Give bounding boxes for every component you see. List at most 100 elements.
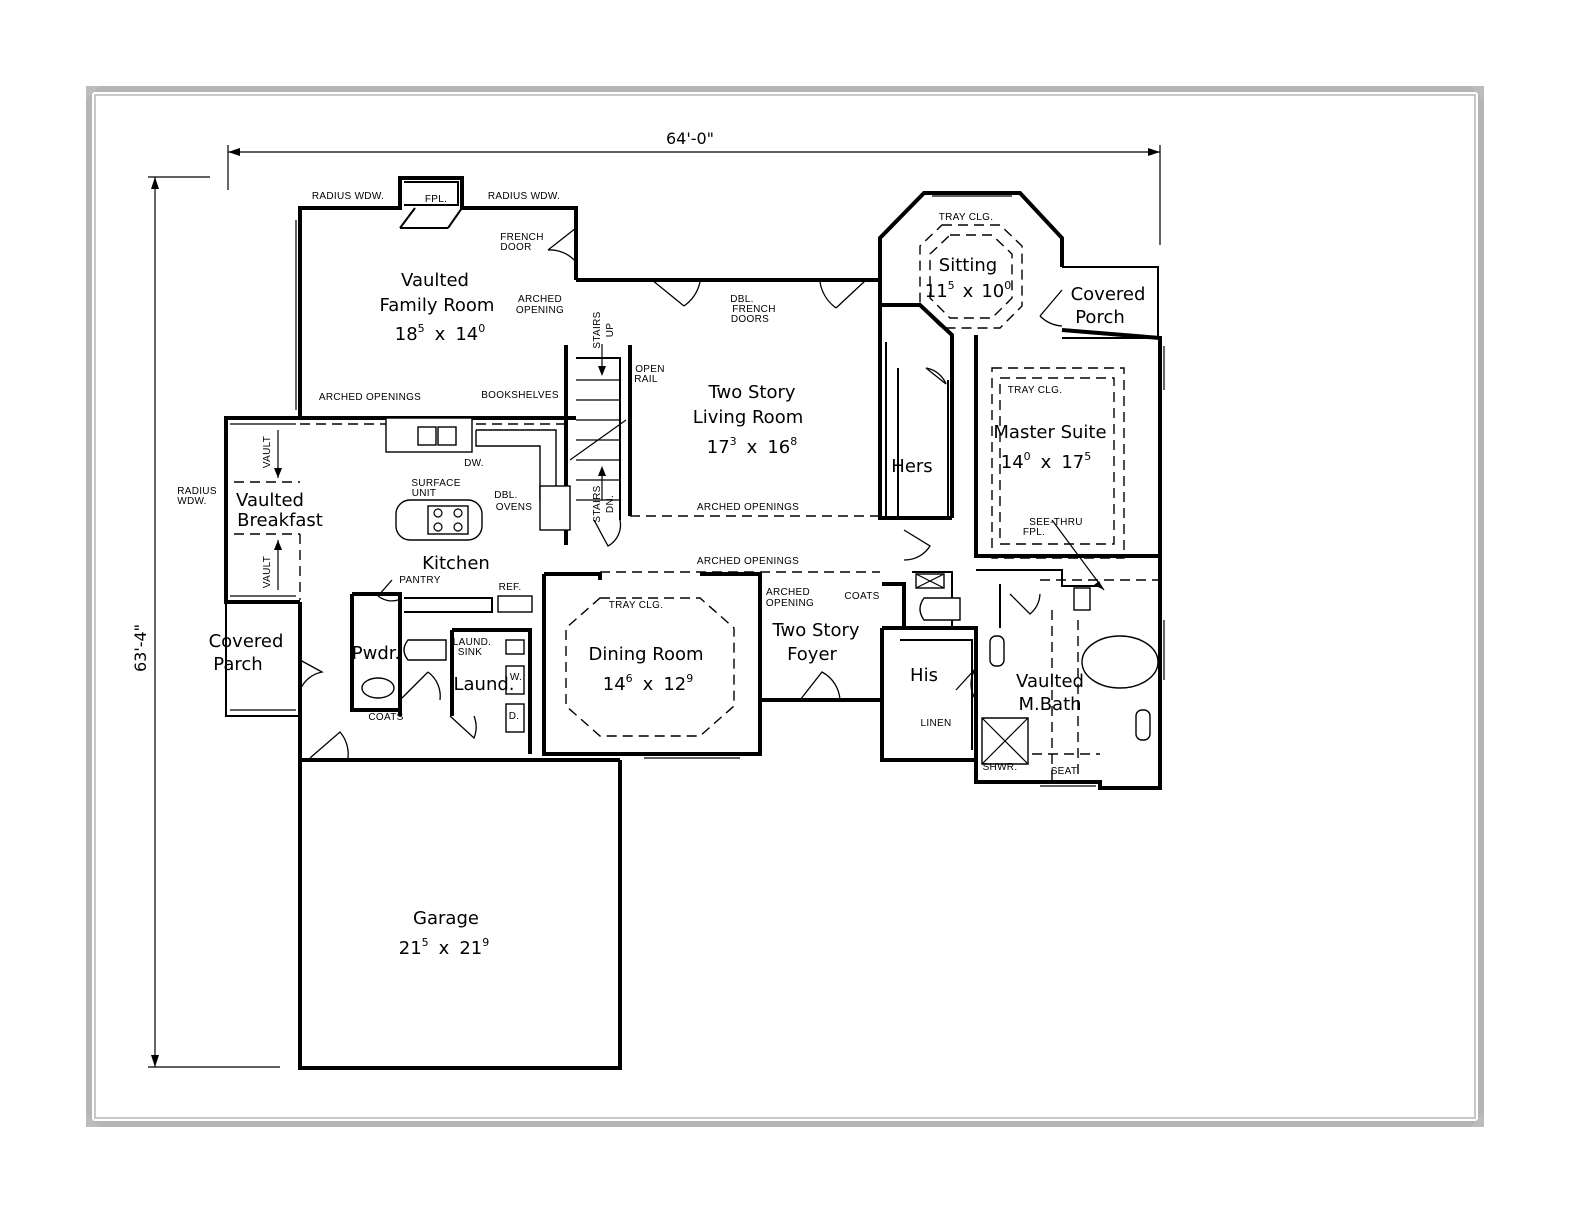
windows xyxy=(230,195,1165,787)
width-label: 64'-0" xyxy=(666,129,714,148)
dashed-lines xyxy=(234,224,1160,782)
note-french-door-2: DOOR xyxy=(500,242,531,253)
interior-walls xyxy=(300,303,1160,760)
note-washer: W. xyxy=(510,672,522,683)
note-stairs-up: STAIRS xyxy=(592,311,603,348)
note-arched-openings-foyer: ARCHED OPENINGS xyxy=(697,556,799,567)
porch-side-name-1: Covered xyxy=(209,631,284,652)
room-covered-porch-rear: Covered Porch xyxy=(1071,284,1146,328)
vanity-sink-2 xyxy=(1135,709,1151,741)
dimension-width: 64'-0" xyxy=(227,129,1161,245)
family-room-name-2: Family Room xyxy=(380,295,495,316)
note-arched-opening-2: OPENING xyxy=(516,305,564,316)
refrigerator xyxy=(497,595,533,613)
double-ovens xyxy=(539,485,571,531)
powder-name: Pwdr. xyxy=(352,643,400,664)
note-radius-wdw-left: RADIUS WDW. xyxy=(312,191,384,202)
annotations: RADIUS WDW. RADIUS WDW. FPL. FRENCH DOOR… xyxy=(177,191,1082,777)
note-tray-clg-dining: TRAY CLG. xyxy=(609,600,664,611)
dining-name: Dining Room xyxy=(588,644,703,665)
room-laundry: Laund. xyxy=(453,674,514,695)
note-see-thru-2: FPL. xyxy=(1023,527,1045,538)
his-name: His xyxy=(910,665,938,686)
porch-rear-name-1: Covered xyxy=(1071,284,1146,305)
washer xyxy=(505,665,525,695)
note-coats-laundry: COATS xyxy=(368,712,403,723)
note-arched-openings-family: ARCHED OPENINGS xyxy=(319,392,421,403)
note-vault-upper: VAULT xyxy=(262,436,273,468)
room-foyer: Two Story Foyer xyxy=(771,620,859,665)
fixtures xyxy=(361,417,1159,765)
note-ref: REF. xyxy=(499,582,522,593)
note-dbl-ovens-2: OVENS xyxy=(496,502,533,513)
breakfast-name-2: Breakfast xyxy=(237,510,323,531)
note-dw: DW. xyxy=(464,458,484,469)
note-french-door-1: FRENCH xyxy=(500,232,543,243)
foyer-name-1: Two Story xyxy=(771,620,859,641)
note-dbl-french-2: FRENCH xyxy=(732,304,775,315)
note-open-rail-2: RAIL xyxy=(634,374,658,385)
note-arched-openings-living: ARCHED OPENINGS xyxy=(697,502,799,513)
note-radius-1: RADIUS xyxy=(177,486,217,497)
note-surface-1: SURFACE xyxy=(411,478,460,489)
note-dbl-ovens-1: DBL. xyxy=(494,490,517,501)
note-foyer-arched-1: ARCHED xyxy=(766,587,810,598)
kitchen-sink-left xyxy=(417,426,437,446)
doors xyxy=(299,227,1063,759)
porch-rear-name-2: Porch xyxy=(1075,307,1125,328)
master-toilet xyxy=(919,597,961,621)
kitchen-name: Kitchen xyxy=(422,553,490,574)
page-frame xyxy=(86,86,1484,1127)
note-radius-2: WDW. xyxy=(177,496,207,507)
note-fpl: FPL. xyxy=(425,194,447,205)
family-room-name-1: Vaulted xyxy=(401,270,469,291)
vanity-sink-1 xyxy=(989,635,1005,667)
dimension-depth: 63'-4" xyxy=(131,176,280,1068)
hers-name: Hers xyxy=(891,456,932,477)
master-bath-name-1: Vaulted xyxy=(1016,671,1084,692)
note-vault-lower: VAULT xyxy=(262,556,273,588)
room-covered-porch-side: Covered Parch xyxy=(209,631,284,675)
note-tray-clg-sitting: TRAY CLG. xyxy=(939,212,994,223)
room-kitchen: Kitchen xyxy=(422,553,490,574)
foyer-name-2: Foyer xyxy=(787,644,837,665)
note-laund-sink-2: SINK xyxy=(458,647,483,658)
room-powder: Pwdr. xyxy=(352,643,400,664)
kitchen-sink-right xyxy=(437,426,457,446)
room-hers: Hers xyxy=(891,456,932,477)
note-open-rail-1: OPEN xyxy=(635,364,665,375)
porch-side-name-2: Parch xyxy=(213,654,262,675)
note-dryer: D. xyxy=(509,711,520,722)
living-room-name-2: Living Room xyxy=(693,407,804,428)
surface-unit xyxy=(427,505,469,535)
laundry-name: Laund. xyxy=(453,674,514,695)
powder-toilet xyxy=(361,677,395,699)
note-linen: LINEN xyxy=(921,718,952,729)
master-bath-name-2: M.Bath xyxy=(1018,694,1081,715)
laundry-sink xyxy=(505,639,525,655)
exterior-walls xyxy=(224,176,1162,1070)
note-surface-2: UNIT xyxy=(412,488,437,499)
note-foyer-arched-2: OPENING xyxy=(766,598,814,609)
note-up: UP xyxy=(605,323,616,338)
dryer xyxy=(505,703,525,733)
note-coats-foyer: COATS xyxy=(844,591,879,602)
note-arched-opening-1: ARCHED xyxy=(518,294,562,305)
note-shwr: SHWR. xyxy=(983,762,1018,773)
master-suite-name: Master Suite xyxy=(993,422,1106,443)
room-breakfast: Vaulted Breakfast xyxy=(236,490,323,531)
room-his: His xyxy=(910,665,938,686)
note-pantry: PANTRY xyxy=(399,575,440,586)
depth-label: 63'-4" xyxy=(131,624,150,672)
